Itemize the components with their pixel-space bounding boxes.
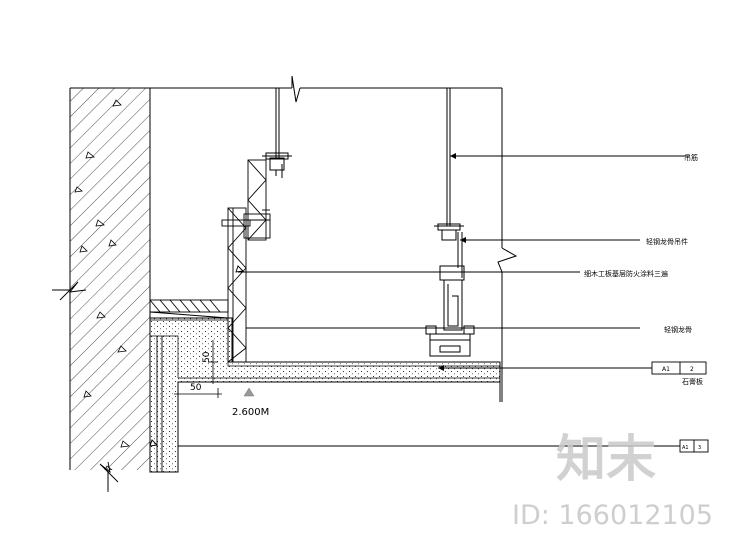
watermark: 知末 ID: 166012105 — [512, 430, 713, 531]
gypsum-board-band — [149, 312, 501, 473]
dimension-vertical-label: 50 — [202, 351, 212, 363]
elevation-label: 2.600M — [232, 407, 269, 418]
label-wood-base: 细木工板基层防火涂料三遍 — [584, 269, 668, 278]
dimension-lines — [174, 340, 222, 398]
label-keel: 轻钢龙骨 — [664, 325, 692, 334]
watermark-logo: 知末 — [556, 430, 656, 488]
wood-base-strip — [149, 299, 229, 319]
detail-tag-top-right: 2 — [690, 366, 694, 373]
label-main-keel-hanger: 轻钢龙骨吊件 — [646, 237, 688, 246]
detail-tag-bottom: A1 3 — [679, 439, 709, 453]
concrete-wall — [52, 87, 151, 492]
wall-board-lower — [149, 336, 163, 472]
label-gypsum-board: 石膏板 — [682, 377, 703, 386]
watermark-id: ID: 166012105 — [512, 500, 713, 531]
dimension-horizontal-label: 50 — [190, 383, 202, 393]
leader-lines — [178, 155, 690, 447]
label-hanger-rod: 吊筋 — [684, 153, 698, 162]
slab-outline — [150, 75, 518, 402]
hanger-rod-right — [434, 88, 468, 281]
detail-tag-top: A1 2 — [651, 361, 707, 375]
elevation-marker-icon — [243, 387, 255, 397]
leader-arrowheads — [438, 153, 466, 371]
keel-profile-right — [425, 280, 475, 357]
detail-tag-bottom-right: 3 — [698, 445, 701, 451]
detail-tag-bottom-left: A1 — [682, 445, 689, 451]
detail-tag-top-left: A1 — [662, 366, 670, 373]
hanger-rod-left — [262, 88, 292, 178]
